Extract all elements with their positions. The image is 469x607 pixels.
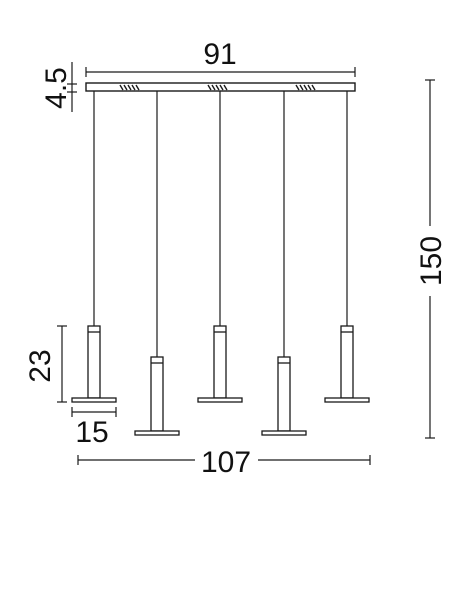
shade-base-width-label: 15 [75,416,108,449]
canopy-width-label: 91 [203,38,236,71]
pendant-lamp-1 [71,325,117,403]
shade-base-width-dimension [71,407,117,417]
total-width-label: 107 [201,446,251,479]
pendant-lamp-5 [324,325,370,403]
shade-height-dimension [57,325,67,403]
total-height-dimension [425,79,435,439]
shade-height-label: 23 [24,349,57,382]
pendant-lamps [71,325,370,436]
mount-mark-left [119,84,140,91]
canopy-width-dimension [85,67,356,77]
total-width-dimension [77,455,371,465]
pendant-lamp-2 [134,356,180,436]
pendant-lamp-4 [261,356,307,436]
pendant-lamp-3 [197,325,243,403]
total-height-label: 150 [415,236,448,286]
mount-mark-right [295,84,316,91]
mount-mark-center [207,84,228,91]
canopy-mount-marks [119,84,316,91]
suspension-cables [93,91,348,357]
canopy-height-dimension [67,62,77,112]
canopy-height-label: 4.5 [40,67,73,109]
